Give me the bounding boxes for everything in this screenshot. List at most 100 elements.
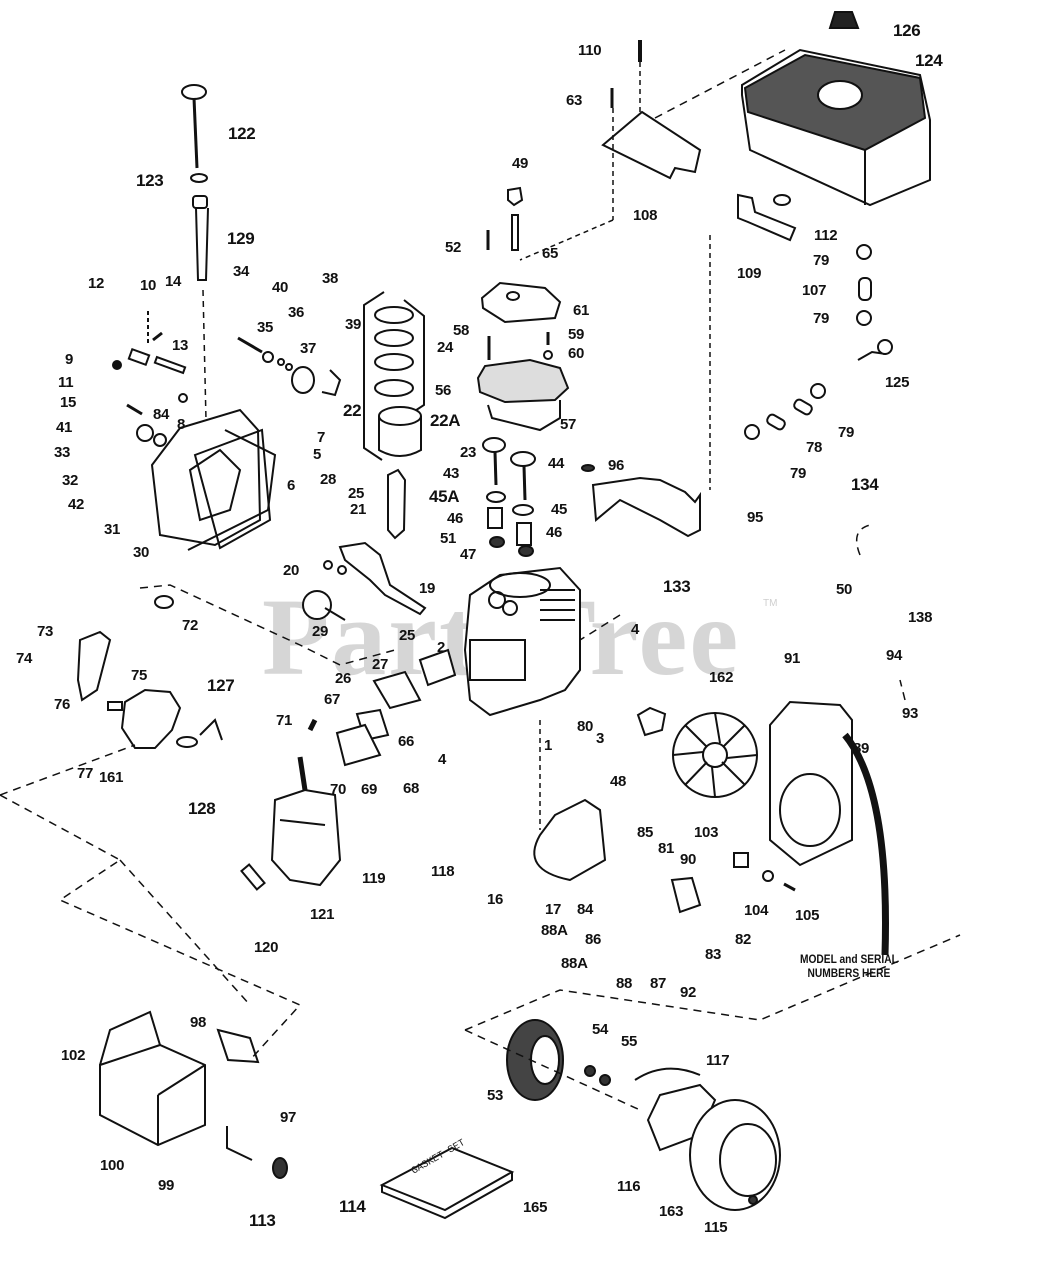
part-label-121[interactable]: 121 xyxy=(310,906,335,923)
part-label-66[interactable]: 66 xyxy=(398,733,415,750)
part-label-84-a[interactable]: 84 xyxy=(153,406,170,423)
part-label-44[interactable]: 44 xyxy=(548,455,565,472)
part-label-33[interactable]: 33 xyxy=(54,444,71,461)
part-label-108[interactable]: 108 xyxy=(633,207,658,224)
part-label-29[interactable]: 29 xyxy=(312,623,329,640)
part-label-79-d[interactable]: 79 xyxy=(790,465,807,482)
part-label-26[interactable]: 26 xyxy=(335,670,352,687)
part-label-115[interactable]: 115 xyxy=(704,1219,728,1236)
part-label-19[interactable]: 19 xyxy=(419,580,436,597)
part-label-1[interactable]: 1 xyxy=(544,737,553,754)
part-label-6[interactable]: 6 xyxy=(287,477,296,494)
part-label-84-b[interactable]: 84 xyxy=(577,901,594,918)
part-label-52[interactable]: 52 xyxy=(445,239,462,256)
part-label-128[interactable]: 128 xyxy=(188,799,216,818)
part-label-4-a[interactable]: 4 xyxy=(631,621,640,638)
part-label-10[interactable]: 10 xyxy=(140,277,157,294)
part-label-48[interactable]: 48 xyxy=(610,773,627,790)
part-label-122[interactable]: 122 xyxy=(228,124,256,143)
part-label-97[interactable]: 97 xyxy=(280,1109,297,1126)
part-label-163[interactable]: 163 xyxy=(659,1203,684,1220)
part-label-25-a[interactable]: 25 xyxy=(348,485,365,502)
part-label-24[interactable]: 24 xyxy=(437,339,454,356)
part-label-56[interactable]: 56 xyxy=(435,382,452,399)
part-label-65[interactable]: 65 xyxy=(542,245,559,262)
part-label-114[interactable]: 114 xyxy=(339,1197,366,1216)
part-label-78[interactable]: 78 xyxy=(806,439,823,456)
part-label-63[interactable]: 63 xyxy=(566,92,583,109)
part-label-70[interactable]: 70 xyxy=(330,781,347,798)
part-label-14[interactable]: 14 xyxy=(165,273,182,290)
part-label-103[interactable]: 103 xyxy=(694,824,719,841)
part-label-107[interactable]: 107 xyxy=(802,282,827,299)
part-label-88a-1[interactable]: 88A xyxy=(541,922,568,939)
part-label-57[interactable]: 57 xyxy=(560,416,577,433)
part-label-91[interactable]: 91 xyxy=(784,650,801,667)
part-label-129[interactable]: 129 xyxy=(227,229,255,248)
part-label-55[interactable]: 55 xyxy=(621,1033,638,1050)
part-label-120[interactable]: 120 xyxy=(254,939,279,956)
part-label-162[interactable]: 162 xyxy=(709,669,734,686)
part-label-27[interactable]: 27 xyxy=(372,656,389,673)
part-label-60[interactable]: 60 xyxy=(568,345,585,362)
part-label-89[interactable]: 89 xyxy=(853,740,870,757)
part-label-90[interactable]: 90 xyxy=(680,851,697,868)
part-label-58[interactable]: 58 xyxy=(453,322,470,339)
part-label-71[interactable]: 71 xyxy=(276,712,293,729)
part-label-34[interactable]: 34 xyxy=(233,263,250,280)
part-label-165[interactable]: 165 xyxy=(523,1199,548,1216)
part-label-126[interactable]: 126 xyxy=(893,21,921,40)
part-label-41[interactable]: 41 xyxy=(56,419,73,436)
part-label-7[interactable]: 7 xyxy=(317,429,326,446)
part-label-16[interactable]: 16 xyxy=(487,891,504,908)
part-label-79-b[interactable]: 79 xyxy=(813,310,830,327)
part-label-50[interactable]: 50 xyxy=(836,581,853,598)
part-label-59[interactable]: 59 xyxy=(568,326,585,343)
part-label-92[interactable]: 92 xyxy=(680,984,697,1001)
part-label-79-a[interactable]: 79 xyxy=(813,252,830,269)
part-label-54[interactable]: 54 xyxy=(592,1021,609,1038)
part-label-93[interactable]: 93 xyxy=(902,705,919,722)
part-label-100[interactable]: 100 xyxy=(100,1157,125,1174)
part-label-86[interactable]: 86 xyxy=(585,931,602,948)
part-label-85[interactable]: 85 xyxy=(637,824,654,841)
part-label-9[interactable]: 9 xyxy=(65,351,74,368)
part-label-20[interactable]: 20 xyxy=(283,562,300,579)
part-label-75[interactable]: 75 xyxy=(131,667,148,684)
part-label-22[interactable]: 22 xyxy=(343,401,362,420)
part-label-51[interactable]: 51 xyxy=(440,530,457,547)
part-label-69[interactable]: 69 xyxy=(361,781,378,798)
part-label-32[interactable]: 32 xyxy=(62,472,79,489)
part-label-61[interactable]: 61 xyxy=(573,302,590,319)
part-label-133[interactable]: 133 xyxy=(663,577,691,596)
part-label-49[interactable]: 49 xyxy=(512,155,529,172)
part-label-123[interactable]: 123 xyxy=(136,171,164,190)
part-label-116[interactable]: 116 xyxy=(617,1178,641,1195)
part-label-112[interactable]: 112 xyxy=(814,227,838,244)
part-label-117[interactable]: 117 xyxy=(706,1052,730,1069)
part-label-118[interactable]: 118 xyxy=(431,863,455,880)
part-label-42[interactable]: 42 xyxy=(68,496,85,513)
part-label-72[interactable]: 72 xyxy=(182,617,199,634)
part-label-94[interactable]: 94 xyxy=(886,647,903,664)
part-label-67[interactable]: 67 xyxy=(324,691,341,708)
part-label-45a[interactable]: 45A xyxy=(429,487,460,506)
part-label-119[interactable]: 119 xyxy=(362,870,386,887)
part-label-31[interactable]: 31 xyxy=(104,521,121,538)
part-label-125[interactable]: 125 xyxy=(885,374,910,391)
part-label-15[interactable]: 15 xyxy=(60,394,77,411)
part-label-17[interactable]: 17 xyxy=(545,901,562,918)
part-label-73[interactable]: 73 xyxy=(37,623,54,640)
part-label-79-c[interactable]: 79 xyxy=(838,424,855,441)
part-label-28[interactable]: 28 xyxy=(320,471,337,488)
part-label-39[interactable]: 39 xyxy=(345,316,362,333)
part-label-105[interactable]: 105 xyxy=(795,907,820,924)
part-label-68[interactable]: 68 xyxy=(403,780,420,797)
part-label-38[interactable]: 38 xyxy=(322,270,339,287)
part-label-104[interactable]: 104 xyxy=(744,902,769,919)
part-label-43[interactable]: 43 xyxy=(443,465,460,482)
part-label-12[interactable]: 12 xyxy=(88,275,105,292)
part-label-88[interactable]: 88 xyxy=(616,975,633,992)
part-label-45[interactable]: 45 xyxy=(551,501,568,518)
part-label-37[interactable]: 37 xyxy=(300,340,317,357)
